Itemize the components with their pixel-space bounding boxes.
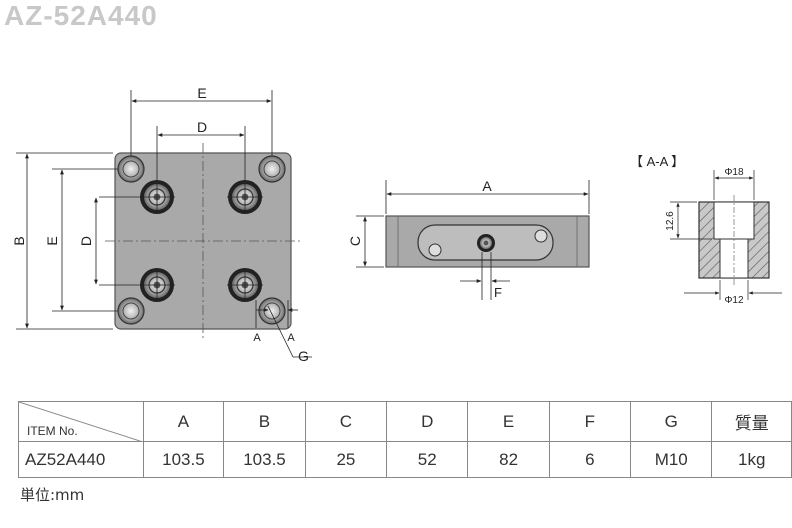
label-g: G [298, 348, 309, 364]
dim-label-phi12: Φ12 [724, 295, 744, 306]
item-name-cell: AZ52A440 [18, 441, 144, 478]
bolt [99, 268, 175, 302]
corner-hole [117, 155, 145, 183]
bolt [227, 180, 263, 214]
table-cell: 82 [467, 441, 550, 478]
dim-label-a-side: A [482, 178, 492, 194]
table-cell: 103.5 [223, 441, 306, 478]
item-header-cell: ITEM No. [18, 401, 144, 442]
column-header: C [304, 401, 388, 442]
g-leader: G [267, 305, 312, 364]
column-header: B [223, 401, 306, 442]
column-header: A [142, 401, 225, 442]
spec-table: ITEM No. A B C D E F G 質量 AZ52A440 103.5… [18, 401, 792, 478]
front-view: E D B E D [11, 85, 312, 364]
item-no-label: ITEM No. [27, 424, 78, 438]
table-cell: 103.5 [142, 441, 225, 478]
section-title: 【 A-A 】 [630, 154, 684, 169]
section-label-a1: A [253, 332, 261, 344]
column-header: E [467, 401, 550, 442]
dim-e-top: E [130, 85, 273, 156]
dim-b-left: B [11, 152, 113, 330]
column-header: F [548, 401, 631, 442]
corner-hole [258, 155, 286, 183]
side-bolt [477, 234, 495, 252]
dim-label-e-left: E [44, 236, 60, 245]
dim-d-left: D [78, 197, 98, 285]
table-cell: 6 [548, 441, 631, 478]
table-row: AZ52A440 103.5 103.5 25 52 82 6 M10 1kg [18, 441, 792, 478]
bolt [99, 180, 175, 214]
dim-label-b: B [11, 236, 27, 245]
dim-label-126: 12.6 [665, 211, 676, 231]
dim-label-f: F [494, 285, 502, 300]
dim-d-top: D [156, 119, 246, 180]
dim-e-left: E [44, 168, 118, 312]
table-cell: 1kg [711, 441, 792, 478]
product-title: AZ-52A440 [4, 0, 158, 31]
dim-label-d-top: D [197, 119, 207, 135]
technical-drawing: E D B E D [11, 85, 782, 364]
section-label-a2: A [287, 332, 295, 344]
section-marks: A A [253, 300, 298, 344]
column-header: 質量 [711, 401, 792, 442]
corner-hole [258, 297, 286, 325]
column-header: D [386, 401, 469, 442]
dim-label-phi18: Φ18 [724, 167, 744, 178]
table-cell: 25 [304, 441, 388, 478]
column-header: G [629, 401, 713, 442]
side-view: A C F [347, 178, 590, 300]
dim-label-e-top: E [197, 85, 206, 101]
bolt [227, 268, 263, 302]
table-header-row: ITEM No. A B C D E F G 質量 [18, 401, 792, 442]
table-cell: 52 [386, 441, 469, 478]
unit-note: 単位:mm [20, 486, 85, 504]
table-cell: M10 [629, 441, 713, 478]
dim-label-d-left: D [78, 236, 94, 246]
dim-label-c: C [347, 236, 363, 246]
section-view: 【 A-A 】 Φ18 12.6 Φ12 [630, 154, 782, 306]
corner-hole [117, 297, 145, 325]
diagonal-line [19, 402, 143, 442]
